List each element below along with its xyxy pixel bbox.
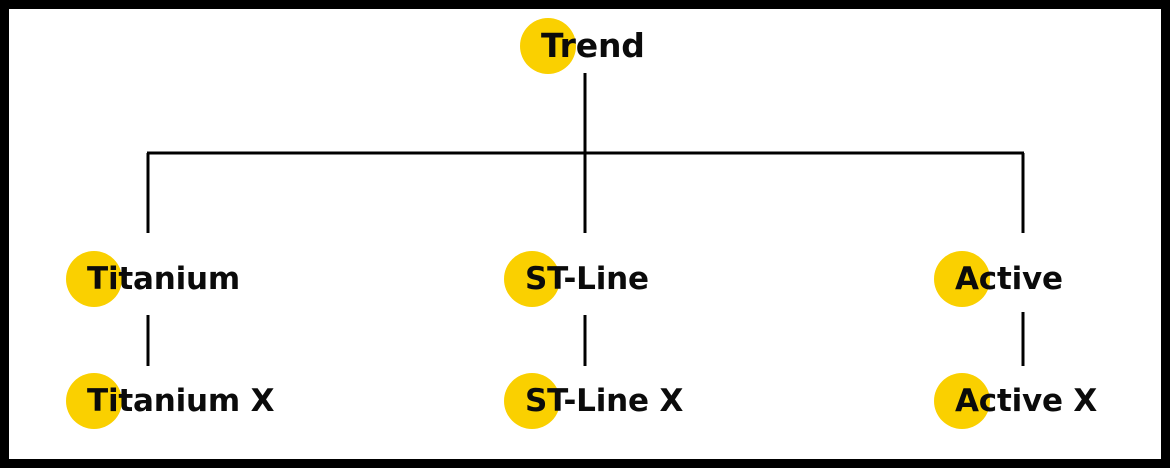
bullet-circle-icon (934, 251, 990, 307)
node-label: ST-Line (525, 261, 649, 297)
node-st-line[interactable]: ST-Line (504, 251, 649, 307)
node-label: Active X (955, 383, 1098, 419)
node-titanium-x[interactable]: Titanium X (66, 373, 274, 429)
node-label: ST-Line X (525, 383, 684, 419)
bullet-circle-icon (66, 251, 122, 307)
node-trend[interactable]: Trend (520, 18, 645, 74)
bullet-circle-icon (934, 373, 990, 429)
node-titanium[interactable]: Titanium (66, 251, 240, 307)
bullet-circle-icon (520, 18, 576, 74)
node-active[interactable]: Active (934, 251, 1063, 307)
node-label: Active (955, 261, 1063, 297)
node-label: Titanium (87, 261, 240, 297)
bullet-circle-icon (504, 251, 560, 307)
bullet-circle-icon (504, 373, 560, 429)
node-label: Titanium X (87, 383, 275, 419)
node-active-x[interactable]: Active X (934, 373, 1097, 429)
node-label: Trend (541, 26, 645, 65)
node-st-line-x[interactable]: ST-Line X (504, 373, 683, 429)
bullet-circle-icon (66, 373, 122, 429)
